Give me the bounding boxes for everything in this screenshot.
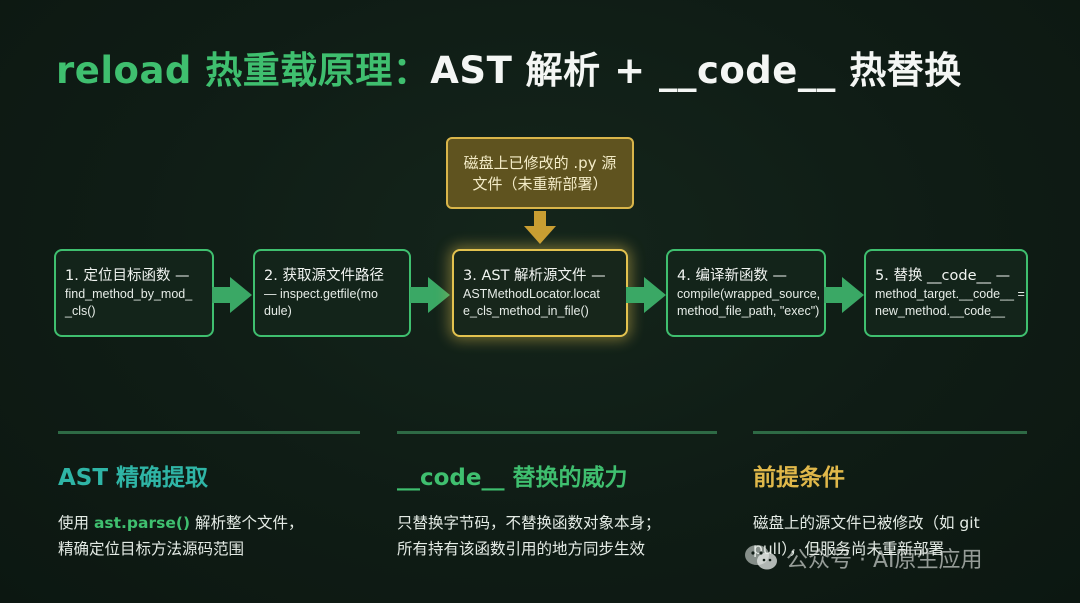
page-title: reload 热重载原理：AST 解析 + __code__ 热替换 (56, 40, 962, 94)
right-arrow-icon (212, 277, 252, 313)
inline-code: ast.parse() (93, 514, 191, 532)
wechat-icon (745, 545, 777, 570)
down-arrow-icon (524, 211, 556, 244)
column-body-line: 只替换字节码，不替换函数对象本身； (397, 514, 661, 532)
step-title: 1. 定位目标函数 — (65, 268, 190, 284)
step-code: method_target.__code__ = new_method.__co… (875, 287, 1025, 318)
column-heading-prerequisite: 前提条件 (753, 465, 845, 491)
column-body-line: 使用 ast.parse() 解析整个文件， (58, 510, 303, 536)
right-arrow-icon (626, 277, 666, 313)
body-text: 解析整个文件， (190, 514, 304, 532)
column-body-prerequisite: 磁盘上的源文件已被修改（如 git pull），但服务尚未重新部署 (753, 510, 980, 562)
step-code: ASTMethodLocator.locat e_cls_method_in_f… (463, 287, 600, 318)
step-title: 4. 编译新函数 — (677, 268, 788, 284)
column-body-code: 只替换字节码，不替换函数对象本身； 所有持有该函数引用的地方同步生效 (397, 510, 661, 562)
step-replace-code: 5. 替换 __code__ — method_target.__code__ … (864, 249, 1028, 337)
column-heading-ast: AST 精确提取 (58, 465, 209, 491)
step-locate-function: 1. 定位目标函数 — find_method_by_mod_ _cls() (54, 249, 214, 337)
title-part1: reload 热重载原理： (56, 49, 431, 92)
step-get-source-path: 2. 获取源文件路径 — inspect.getfile(mo dule) (253, 249, 411, 337)
column-divider (753, 431, 1027, 434)
source-box-line2: 文件（未重新部署） (472, 175, 608, 193)
source-box-line1: 磁盘上已修改的 .py 源 (463, 154, 617, 172)
column-body-ast: 使用 ast.parse() 解析整个文件， 精确定位目标方法源码范围 (58, 510, 303, 562)
step-code: find_method_by_mod_ _cls() (65, 287, 193, 318)
column-body-line: 精确定位目标方法源码范围 (58, 540, 245, 558)
column-body-line: 磁盘上的源文件已被修改（如 git (753, 514, 980, 532)
step-title: 3. AST 解析源文件 — (463, 268, 606, 284)
step-code: compile(wrapped_source, method_file_path… (677, 287, 821, 318)
step-code: — inspect.getfile(mo dule) (264, 287, 378, 318)
modified-source-box: 磁盘上已修改的 .py 源 文件（未重新部署） (446, 137, 634, 209)
column-heading-code: __code__ 替换的威力 (397, 465, 628, 491)
watermark-text: 公众号 · AI原生应用 (786, 548, 983, 573)
step-title: 5. 替换 __code__ — (875, 268, 1011, 284)
column-body-line: 所有持有该函数引用的地方同步生效 (397, 540, 646, 558)
column-divider (397, 431, 717, 434)
column-divider (58, 431, 360, 434)
right-arrow-icon (824, 277, 864, 313)
column-body-line: pull），但服务尚未重新部署 (753, 540, 945, 558)
right-arrow-icon (410, 277, 450, 313)
step-title: 2. 获取源文件路径 (264, 268, 384, 284)
body-text: 使用 (58, 514, 94, 532)
step-ast-parse: 3. AST 解析源文件 — ASTMethodLocator.locat e_… (452, 249, 628, 337)
step-compile-function: 4. 编译新函数 — compile(wrapped_source, metho… (666, 249, 826, 337)
title-part2: AST 解析 + __code__ 热替换 (430, 49, 962, 92)
watermark: 公众号 · AI原生应用 (744, 538, 983, 578)
